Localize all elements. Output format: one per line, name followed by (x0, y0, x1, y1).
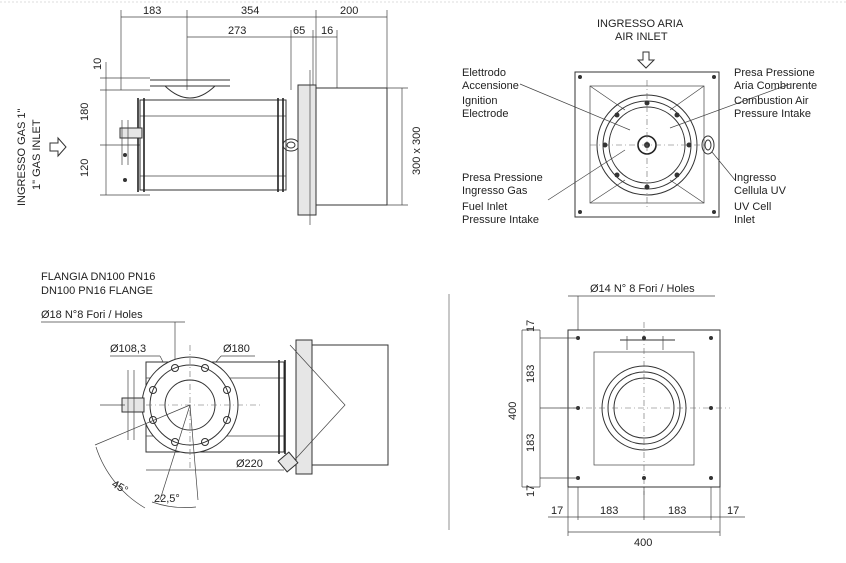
svg-text:Aria Comburente: Aria Comburente (734, 80, 817, 92)
svg-text:Inlet: Inlet (734, 214, 755, 226)
air-inlet-label-it: INGRESSO ARIA (597, 18, 684, 30)
air-inlet-label-en: AIR INLET (615, 31, 668, 43)
flange-title-it: FLANGIA DN100 PN16 (41, 271, 155, 283)
side-view: 183 354 200 273 65 16 10 180 120 INGRESS… (16, 5, 423, 225)
dim-120: 120 (79, 159, 91, 177)
combustion-air-pressure-label: Presa Pressione (734, 67, 815, 79)
side-view-top-dimensions: 183 354 200 273 65 16 (120, 5, 388, 90)
dim-d108: Ø108,3 (110, 343, 146, 355)
plate-view: Ø14 N° 8 Fori / Holes 17 (507, 283, 745, 549)
mounting-flange (297, 84, 317, 216)
front-bolt-ring (602, 100, 692, 190)
dim-10: 10 (92, 58, 104, 70)
plate-dim-bottom-400: 400 (634, 537, 652, 549)
plate-dim-bottom-17b: 17 (727, 505, 739, 517)
uv-cell-inlet-label: Ingresso (734, 172, 776, 184)
dim-183: 183 (143, 5, 161, 17)
svg-text:Pressure Intake: Pressure Intake (734, 108, 811, 120)
flange-title-en: DN100 PN16 FLANGE (41, 285, 153, 297)
svg-text:Electrode: Electrode (462, 108, 508, 120)
fuel-inlet-pressure-label: Presa Pressione (462, 172, 543, 184)
dim-d180: Ø180 (223, 343, 250, 355)
svg-text:Combustion Air: Combustion Air (734, 95, 809, 107)
air-inlet-arrow-icon (636, 51, 656, 69)
flange-view: FLANGIA DN100 PN16 DN100 PN16 FLANGE Ø18… (41, 271, 389, 509)
svg-text:Pressure Intake: Pressure Intake (462, 214, 539, 226)
gas-inlet-label-it: INGRESSO GAS 1" (16, 108, 28, 206)
flange-bolt-holes (149, 364, 231, 446)
uv-cell-fitting (701, 135, 715, 155)
ignition-electrode-label: Elettrodo (462, 67, 506, 79)
burner-body (139, 99, 287, 191)
svg-text:Ignition: Ignition (462, 95, 497, 107)
plate-dim-left-183a: 183 (525, 365, 537, 383)
dim-16: 16 (321, 25, 333, 37)
dim-d220: Ø220 (236, 458, 263, 470)
svg-text:Fuel Inlet: Fuel Inlet (462, 201, 507, 213)
burner-head (315, 87, 388, 206)
plate-dim-left-17b: 17 (525, 485, 537, 497)
plate-holes-label: Ø14 N° 8 Fori / Holes (590, 283, 695, 295)
svg-text:Cellula UV: Cellula UV (734, 185, 787, 197)
gas-inlet-label-en: 1" GAS INLET (31, 119, 43, 190)
angle-22-5: 22,5° (154, 493, 180, 505)
dim-200: 200 (340, 5, 358, 17)
svg-text:Accensione: Accensione (462, 80, 519, 92)
side-view-left-dimensions: 10 180 120 (79, 58, 150, 196)
svg-text:UV Cell: UV Cell (734, 201, 771, 213)
plate-dim-bottom-183b: 183 (668, 505, 686, 517)
front-view: INGRESSO ARIA AIR INLET (462, 18, 817, 226)
svg-text:Ingresso Gas: Ingresso Gas (462, 185, 528, 197)
plate-dim-left-400: 400 (507, 402, 519, 420)
plate-dim-left-17a: 17 (525, 320, 537, 332)
gas-inlet-arrow-icon (49, 136, 67, 158)
plate-dim-left-183b: 183 (525, 434, 537, 452)
dim-65: 65 (293, 25, 305, 37)
dim-273: 273 (228, 25, 246, 37)
plate-dim-bottom-17a: 17 (551, 505, 563, 517)
plate-dim-bottom-183a: 183 (600, 505, 618, 517)
dim-180: 180 (79, 103, 91, 121)
dim-300x300: 300 x 300 (411, 127, 423, 175)
dim-354: 354 (241, 5, 259, 17)
flange-holes-label: Ø18 N°8 Fori / Holes (41, 309, 143, 321)
